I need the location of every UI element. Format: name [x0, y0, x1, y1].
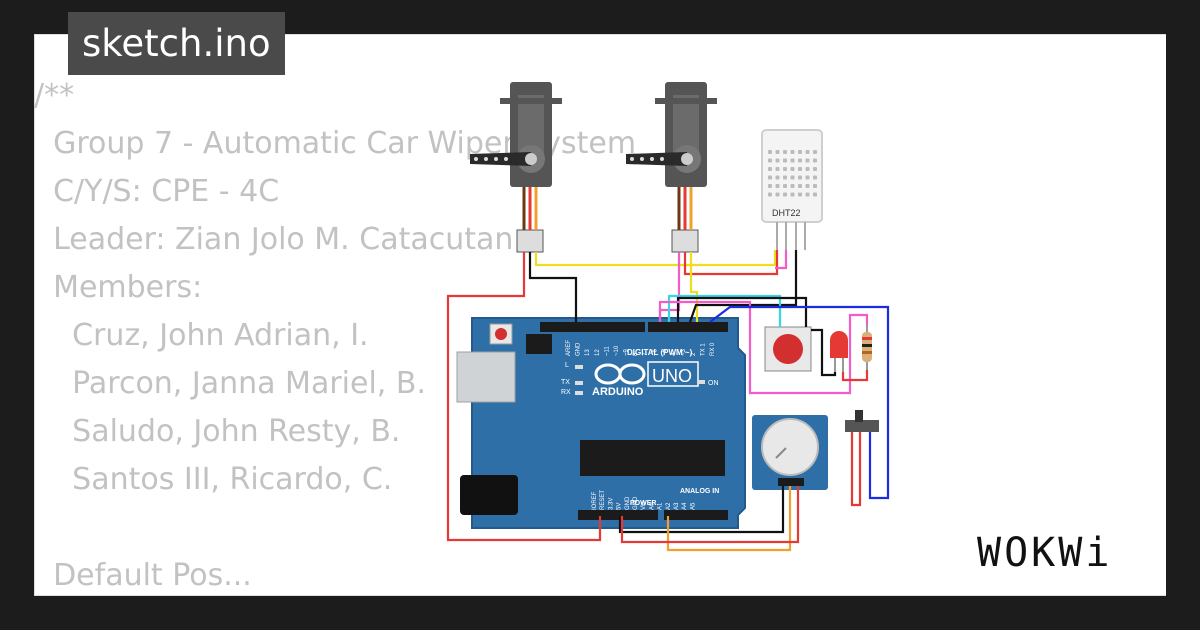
pin-label: A0 — [649, 502, 655, 510]
digital-header-right — [648, 322, 728, 332]
brand-name: WOKWi — [977, 530, 1112, 576]
power-header — [578, 510, 658, 520]
code-line: Cruz, John Adrian, I. — [34, 318, 369, 353]
pin-label: ~11 — [604, 346, 610, 356]
board-model: UNO — [652, 366, 692, 386]
dht22-label: DHT22 — [772, 208, 801, 218]
pin-label: RESET — [600, 490, 606, 510]
file-tab[interactable]: sketch.ino — [68, 12, 285, 75]
arduino-uno-board[interactable]: ARDUINO UNO DIGITAL (PWM ~) POWER ANALOG… — [456, 317, 746, 529]
resistor[interactable] — [862, 325, 872, 370]
pin-label: A1 — [658, 502, 664, 510]
led-label-tx: TX — [561, 379, 570, 386]
push-button[interactable] — [764, 326, 812, 372]
pin-label: 2 — [691, 352, 697, 356]
pin-label: GND — [576, 342, 582, 356]
servo-motor-1[interactable] — [470, 82, 562, 253]
dht22-sensor[interactable]: DHT22 — [761, 129, 823, 250]
pin-label: ~10 — [614, 345, 620, 356]
pin-label: A2 — [666, 502, 672, 510]
code-line: Saludo, John Resty, B. — [34, 414, 401, 449]
wokwi-logo-icon: WOKWi — [977, 530, 1112, 576]
red-led[interactable] — [830, 331, 848, 372]
digital-header-label: DIGITAL (PWM ~) — [627, 348, 693, 357]
power-jack — [460, 475, 518, 515]
code-line: Parcon, Janna Mariel, B. — [34, 366, 426, 401]
pin-label: Vin — [641, 501, 647, 510]
code-line: /** — [34, 78, 75, 113]
slide-switch[interactable] — [845, 410, 879, 432]
analog-header — [664, 510, 728, 520]
pin-label: A3 — [674, 502, 680, 510]
pin-label: 4 — [672, 352, 678, 356]
pin-label: A5 — [690, 502, 696, 510]
pin-label: AREF — [566, 340, 572, 356]
pin-label: 13 — [585, 349, 591, 356]
digital-header-left — [540, 322, 645, 332]
pin-label: 5V — [617, 503, 623, 510]
board-brand: ARDUINO — [592, 386, 644, 398]
code-line: C/Y/S: CPE - 4C — [34, 174, 280, 209]
pin-label: A4 — [682, 502, 688, 510]
servo-leads — [522, 187, 693, 230]
on-led-label: ON — [708, 380, 719, 387]
pin-label: 8 — [633, 352, 639, 356]
led-label-l: L — [565, 362, 569, 369]
pin-label: ~9 — [624, 348, 630, 356]
pin-label: 3.3V — [608, 498, 614, 510]
pin-label: 7 — [643, 352, 649, 356]
led-label-rx: RX — [561, 389, 571, 396]
pin-label: IOREF — [592, 491, 598, 510]
servo-motor-2[interactable] — [626, 82, 717, 253]
code-line: Members: — [34, 270, 203, 305]
pin-label: ~3 — [681, 348, 687, 356]
pin-label: GND — [633, 496, 639, 510]
code-line: Santos III, Ricardo, C. — [34, 462, 393, 497]
code-editor[interactable]: /** Group 7 - Automatic Car Wiper System… — [34, 72, 636, 600]
arduino-logo-icon — [594, 363, 646, 385]
pin-label: ~6 — [652, 348, 658, 356]
pin-label: GND — [625, 496, 631, 510]
code-line: Leader: Zian Jolo M. Catacutan — [34, 222, 514, 257]
code-line: Default Pos... — [34, 558, 252, 593]
pin-label: TX 1 — [700, 343, 706, 356]
analog-header-label: ANALOG IN — [680, 488, 719, 495]
potentiometer[interactable] — [752, 415, 828, 490]
pin-label: RX 0 — [710, 342, 716, 356]
pin-label: 12 — [595, 349, 601, 356]
usb-port — [456, 351, 516, 403]
pin-label: ~5 — [662, 348, 668, 356]
wires — [446, 250, 890, 552]
power-header-label: POWER — [630, 500, 656, 507]
atmega-chip — [580, 440, 725, 476]
